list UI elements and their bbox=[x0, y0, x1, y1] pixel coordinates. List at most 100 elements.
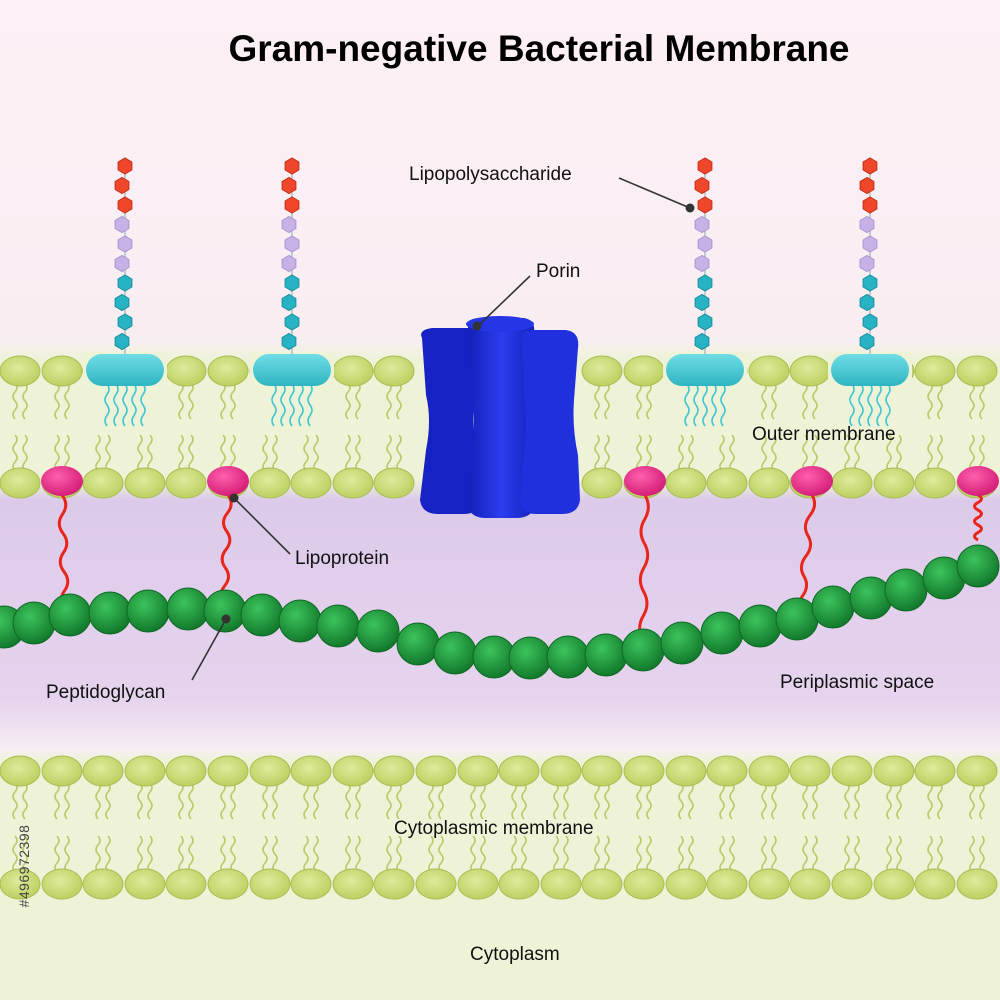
lipid-head bbox=[831, 868, 873, 900]
lipid-tail bbox=[563, 835, 569, 873]
label-cytoplasmic-membrane: Cytoplasmic membrane bbox=[394, 818, 594, 839]
lipid-tail bbox=[678, 835, 684, 873]
lipid-tail bbox=[386, 782, 392, 820]
lipid-head bbox=[82, 755, 124, 787]
lipid-head bbox=[0, 755, 41, 787]
lipid-head bbox=[748, 868, 790, 900]
lipid-tail bbox=[594, 782, 600, 820]
lps-sugar bbox=[117, 235, 133, 253]
lps-sugar bbox=[862, 313, 878, 331]
lipid-head bbox=[706, 467, 748, 499]
lipid-tail bbox=[54, 835, 60, 873]
lps-tail bbox=[113, 383, 119, 427]
lps-sugar bbox=[697, 313, 713, 331]
lps-sugar bbox=[284, 313, 300, 331]
lipid-head bbox=[665, 467, 707, 499]
lipid-tail bbox=[719, 835, 725, 873]
lipid-tail bbox=[812, 835, 818, 873]
lipid-head bbox=[789, 355, 831, 387]
lipid-tail bbox=[272, 434, 278, 472]
lipid-tail bbox=[729, 782, 735, 820]
lps-sugar bbox=[114, 215, 130, 234]
lipid-tail bbox=[604, 835, 610, 873]
lipid-tail bbox=[470, 782, 476, 820]
lipoprotein-head bbox=[957, 466, 999, 496]
lipid-tail bbox=[594, 835, 600, 873]
label-peptidoglycan: Peptidoglycan bbox=[46, 682, 166, 703]
lipid-head bbox=[623, 868, 665, 900]
lipid-head bbox=[82, 868, 124, 900]
lipid-tail bbox=[147, 835, 153, 873]
lps-tail bbox=[104, 383, 110, 427]
lipid-tail bbox=[604, 382, 610, 420]
lipid-tail bbox=[969, 382, 975, 420]
lipid-tail bbox=[688, 434, 694, 472]
lipid-tail bbox=[886, 782, 892, 820]
lps-sugar bbox=[114, 254, 130, 273]
lipid-tail bbox=[937, 382, 943, 420]
lps-sugar bbox=[859, 293, 875, 312]
lipid-tail bbox=[220, 782, 226, 820]
lipid-tail bbox=[54, 382, 60, 420]
lipid-tail bbox=[896, 782, 902, 820]
lipid-head bbox=[831, 467, 873, 499]
lps-sugar bbox=[281, 254, 297, 273]
lipoprotein-tail bbox=[795, 494, 817, 618]
lipoprotein-head bbox=[41, 466, 83, 496]
lps-sugar bbox=[114, 293, 130, 312]
stock-image-id: #496972398 bbox=[16, 824, 32, 908]
lipid-tail bbox=[262, 835, 268, 873]
lipid-tail bbox=[937, 434, 943, 472]
lps-tail bbox=[280, 383, 286, 427]
lps-tail bbox=[720, 383, 726, 427]
lipid-tail bbox=[678, 782, 684, 820]
lipid-head bbox=[124, 467, 166, 499]
lipid-tail bbox=[147, 782, 153, 820]
peptidoglycan-bead bbox=[738, 604, 782, 648]
lipid-head bbox=[290, 755, 332, 787]
lps-sugar bbox=[117, 274, 133, 292]
lipid-head bbox=[373, 755, 415, 787]
lipid-tail bbox=[802, 434, 808, 472]
lipid-tail bbox=[812, 782, 818, 820]
lipid-tail bbox=[54, 434, 60, 472]
lipid-tail bbox=[438, 782, 444, 820]
lipoprotein-tail bbox=[973, 493, 983, 542]
lipid-head bbox=[623, 355, 665, 387]
peptidoglycan-bead bbox=[166, 587, 210, 631]
peptidoglycan-bead bbox=[240, 593, 284, 637]
lipid-tail bbox=[105, 835, 111, 873]
lipid-tail bbox=[22, 382, 28, 420]
lipid-head bbox=[748, 355, 790, 387]
lipid-tail bbox=[313, 434, 319, 472]
lipid-head bbox=[831, 755, 873, 787]
lipid-head bbox=[165, 355, 207, 387]
lps-core bbox=[86, 354, 164, 386]
lipid-tail bbox=[553, 835, 559, 873]
peptidoglycan-bead bbox=[316, 604, 360, 648]
lipid-tail bbox=[553, 782, 559, 820]
lipid-tail bbox=[22, 782, 28, 820]
lipid-tail bbox=[95, 782, 101, 820]
lps-sugar bbox=[114, 176, 130, 195]
lipid-tail bbox=[979, 434, 985, 472]
lipid-head bbox=[41, 868, 83, 900]
lps-tail bbox=[867, 383, 873, 427]
lipid-tail bbox=[646, 782, 652, 820]
lps-sugar bbox=[859, 254, 875, 273]
lipid-head bbox=[41, 355, 83, 387]
lipid-tail bbox=[521, 782, 527, 820]
lps-tail bbox=[885, 383, 891, 427]
lipid-head bbox=[207, 868, 249, 900]
lipid-head bbox=[165, 755, 207, 787]
lipid-tail bbox=[927, 835, 933, 873]
peptidoglycan-bead bbox=[660, 621, 704, 665]
lipid-tail bbox=[927, 382, 933, 420]
lipid-tail bbox=[345, 434, 351, 472]
label-outer-membrane: Outer membrane bbox=[752, 424, 896, 445]
lipid-head bbox=[290, 868, 332, 900]
lipid-tail bbox=[386, 835, 392, 873]
lipid-tail bbox=[220, 382, 226, 420]
lipid-head bbox=[914, 355, 956, 387]
lipid-tail bbox=[272, 835, 278, 873]
